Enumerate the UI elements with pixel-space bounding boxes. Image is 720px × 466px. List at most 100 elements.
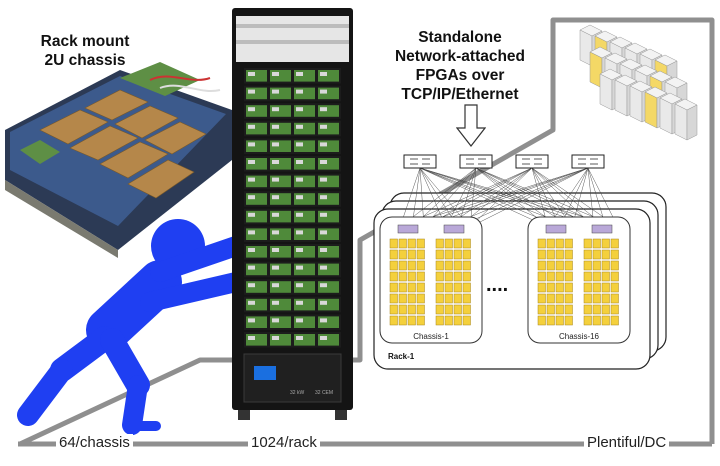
fpga-card	[602, 261, 610, 270]
fpga-card	[602, 294, 610, 303]
fpga-card	[584, 239, 592, 248]
network-switch	[516, 155, 548, 168]
fpga-card	[584, 250, 592, 259]
scale-rack-label: 1024/rack	[248, 434, 320, 451]
fpga-card	[556, 316, 564, 325]
fpga-card	[445, 261, 453, 270]
fpga-card	[584, 305, 592, 314]
fpga-card	[593, 272, 601, 281]
fpga-card	[565, 272, 573, 281]
fpga-card	[593, 250, 601, 259]
fpga-card	[611, 261, 619, 270]
fpga-card	[556, 305, 564, 314]
fpga-card	[565, 316, 573, 325]
fpga-card	[463, 261, 471, 270]
fpga-card	[399, 261, 407, 270]
fpga-card	[399, 250, 407, 259]
fpga-card	[538, 239, 546, 248]
fpga-card	[408, 250, 416, 259]
fpga-card	[417, 294, 425, 303]
network-line3: FPGAs over	[380, 66, 540, 85]
fpga-card	[390, 316, 398, 325]
fpga-card	[547, 272, 555, 281]
fpga-card	[547, 294, 555, 303]
chassis-title-line2: 2U chassis	[20, 51, 150, 70]
fpga-card	[611, 294, 619, 303]
fpga-card	[454, 272, 462, 281]
fpga-card	[463, 239, 471, 248]
fpga-card	[417, 239, 425, 248]
fpga-card	[556, 250, 564, 259]
fpga-card	[593, 305, 601, 314]
fpga-card	[417, 283, 425, 292]
fpga-card	[611, 272, 619, 281]
network-diagram: .... Chassis-1 Chassis-16 Rack-1	[360, 145, 670, 375]
fpga-card	[399, 316, 407, 325]
fpga-card	[463, 294, 471, 303]
fpga-card	[417, 272, 425, 281]
fpga-card	[399, 294, 407, 303]
fpga-card	[556, 283, 564, 292]
fpga-card	[408, 261, 416, 270]
fpga-card	[408, 294, 416, 303]
fpga-card	[593, 294, 601, 303]
svg-text:....: ....	[486, 274, 508, 296]
fpga-card	[445, 316, 453, 325]
fpga-card	[584, 283, 592, 292]
fpga-card	[390, 239, 398, 248]
fpga-card	[611, 316, 619, 325]
fpga-card	[584, 316, 592, 325]
fpga-card	[602, 316, 610, 325]
fpga-card	[390, 250, 398, 259]
network-switch	[572, 155, 604, 168]
fpga-card	[454, 316, 462, 325]
fpga-card	[602, 305, 610, 314]
fpga-card	[436, 283, 444, 292]
fpga-card	[445, 283, 453, 292]
fpga-card	[408, 305, 416, 314]
fpga-card	[547, 316, 555, 325]
fpga-card	[565, 239, 573, 248]
fpga-card	[593, 316, 601, 325]
chassis-1-label: Chassis-1	[413, 332, 449, 341]
fpga-card	[436, 250, 444, 259]
fpga-card	[593, 283, 601, 292]
fpga-card	[565, 250, 573, 259]
fpga-card	[408, 316, 416, 325]
server-rack: 32 kW 32 CEM	[230, 6, 355, 422]
fpga-card	[556, 294, 564, 303]
fpga-card	[463, 250, 471, 259]
fpga-card	[436, 261, 444, 270]
fpga-card	[611, 250, 619, 259]
fpga-card	[436, 272, 444, 281]
fpga-card	[547, 239, 555, 248]
fpga-card	[602, 250, 610, 259]
fpga-card	[556, 261, 564, 270]
scale-dc-label: Plentiful/DC	[584, 434, 669, 451]
network-switch	[404, 155, 436, 168]
datacenter-illustration	[560, 0, 710, 150]
network-line4: TCP/IP/Ethernet	[380, 85, 540, 104]
fpga-card	[436, 239, 444, 248]
svg-text:32 CEM: 32 CEM	[315, 390, 333, 396]
fpga-card	[565, 283, 573, 292]
fpga-card	[538, 261, 546, 270]
pushing-figure	[0, 210, 260, 435]
fpga-card	[408, 272, 416, 281]
fpga-card	[399, 305, 407, 314]
chassis-16-label: Chassis-16	[559, 332, 600, 341]
fpga-card	[390, 305, 398, 314]
fpga-card	[538, 316, 546, 325]
fpga-card	[547, 250, 555, 259]
fpga-card	[584, 272, 592, 281]
chassis-title: Rack mount 2U chassis	[20, 32, 150, 70]
fpga-card	[547, 261, 555, 270]
network-switch	[460, 155, 492, 168]
network-line1: Standalone	[380, 28, 540, 47]
fpga-card	[454, 239, 462, 248]
fpga-card	[611, 305, 619, 314]
fpga-card	[436, 316, 444, 325]
fpga-card	[454, 250, 462, 259]
fpga-card	[556, 272, 564, 281]
fpga-card	[593, 261, 601, 270]
